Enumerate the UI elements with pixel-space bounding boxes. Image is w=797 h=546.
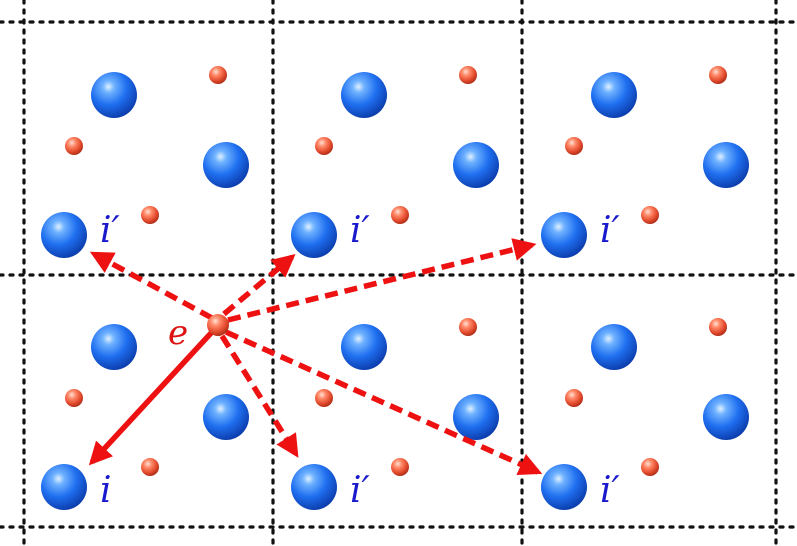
electron-e	[207, 314, 229, 336]
lattice-spheres	[41, 66, 749, 510]
electron-sphere	[565, 389, 583, 407]
interaction-arrows	[88, 238, 543, 475]
ion-self-label: i	[100, 470, 112, 511]
ion-image-label-topright: i′	[600, 210, 620, 251]
arrow-to-image-ion-topmid	[222, 254, 296, 317]
electron-sphere	[709, 318, 727, 336]
electron-sphere	[709, 66, 727, 84]
ion-sphere	[341, 324, 387, 370]
electron-sphere	[565, 137, 583, 155]
arrow-to-image-ion-topright	[227, 238, 537, 323]
electron-label: e	[168, 313, 188, 353]
arrow-to-image-ion-bottomright	[224, 329, 543, 475]
arrow-to-self-ion	[88, 330, 215, 466]
electron-sphere	[641, 458, 659, 476]
ion-sphere	[291, 212, 337, 258]
ion-sphere	[703, 394, 749, 440]
electron-sphere	[315, 137, 333, 155]
ion-image-label-topleft: i′	[100, 210, 120, 251]
ion-sphere	[591, 72, 637, 118]
arrow-to-image-ion-bottommid	[219, 334, 299, 458]
ion-sphere	[541, 212, 587, 258]
ion-sphere	[341, 72, 387, 118]
ion-sphere	[41, 464, 87, 510]
arrow-to-image-ion-topleft	[89, 251, 214, 321]
ion-sphere	[541, 464, 587, 510]
ion-sphere	[703, 142, 749, 188]
ion-sphere	[453, 394, 499, 440]
electron-sphere	[391, 206, 409, 224]
labels: e i′ i′ i′ i i′ i′	[100, 210, 620, 511]
electron-sphere	[391, 458, 409, 476]
electron-sphere	[141, 206, 159, 224]
ion-sphere	[41, 212, 87, 258]
ion-sphere	[203, 394, 249, 440]
ion-sphere	[91, 72, 137, 118]
electron-sphere	[315, 389, 333, 407]
electron-sphere	[65, 137, 83, 155]
ion-image-label-bottommid: i′	[350, 470, 370, 511]
ion-sphere	[291, 464, 337, 510]
electron-sphere	[209, 66, 227, 84]
ion-sphere	[91, 324, 137, 370]
electron-sphere	[65, 389, 83, 407]
electron-sphere	[141, 458, 159, 476]
ion-image-label-bottomright: i′	[600, 470, 620, 511]
ion-sphere	[203, 142, 249, 188]
ion-image-label-topmid: i′	[350, 210, 370, 251]
electron-sphere	[459, 66, 477, 84]
ion-sphere	[453, 142, 499, 188]
electron-sphere	[641, 206, 659, 224]
electron-sphere	[459, 318, 477, 336]
ion-sphere	[591, 324, 637, 370]
